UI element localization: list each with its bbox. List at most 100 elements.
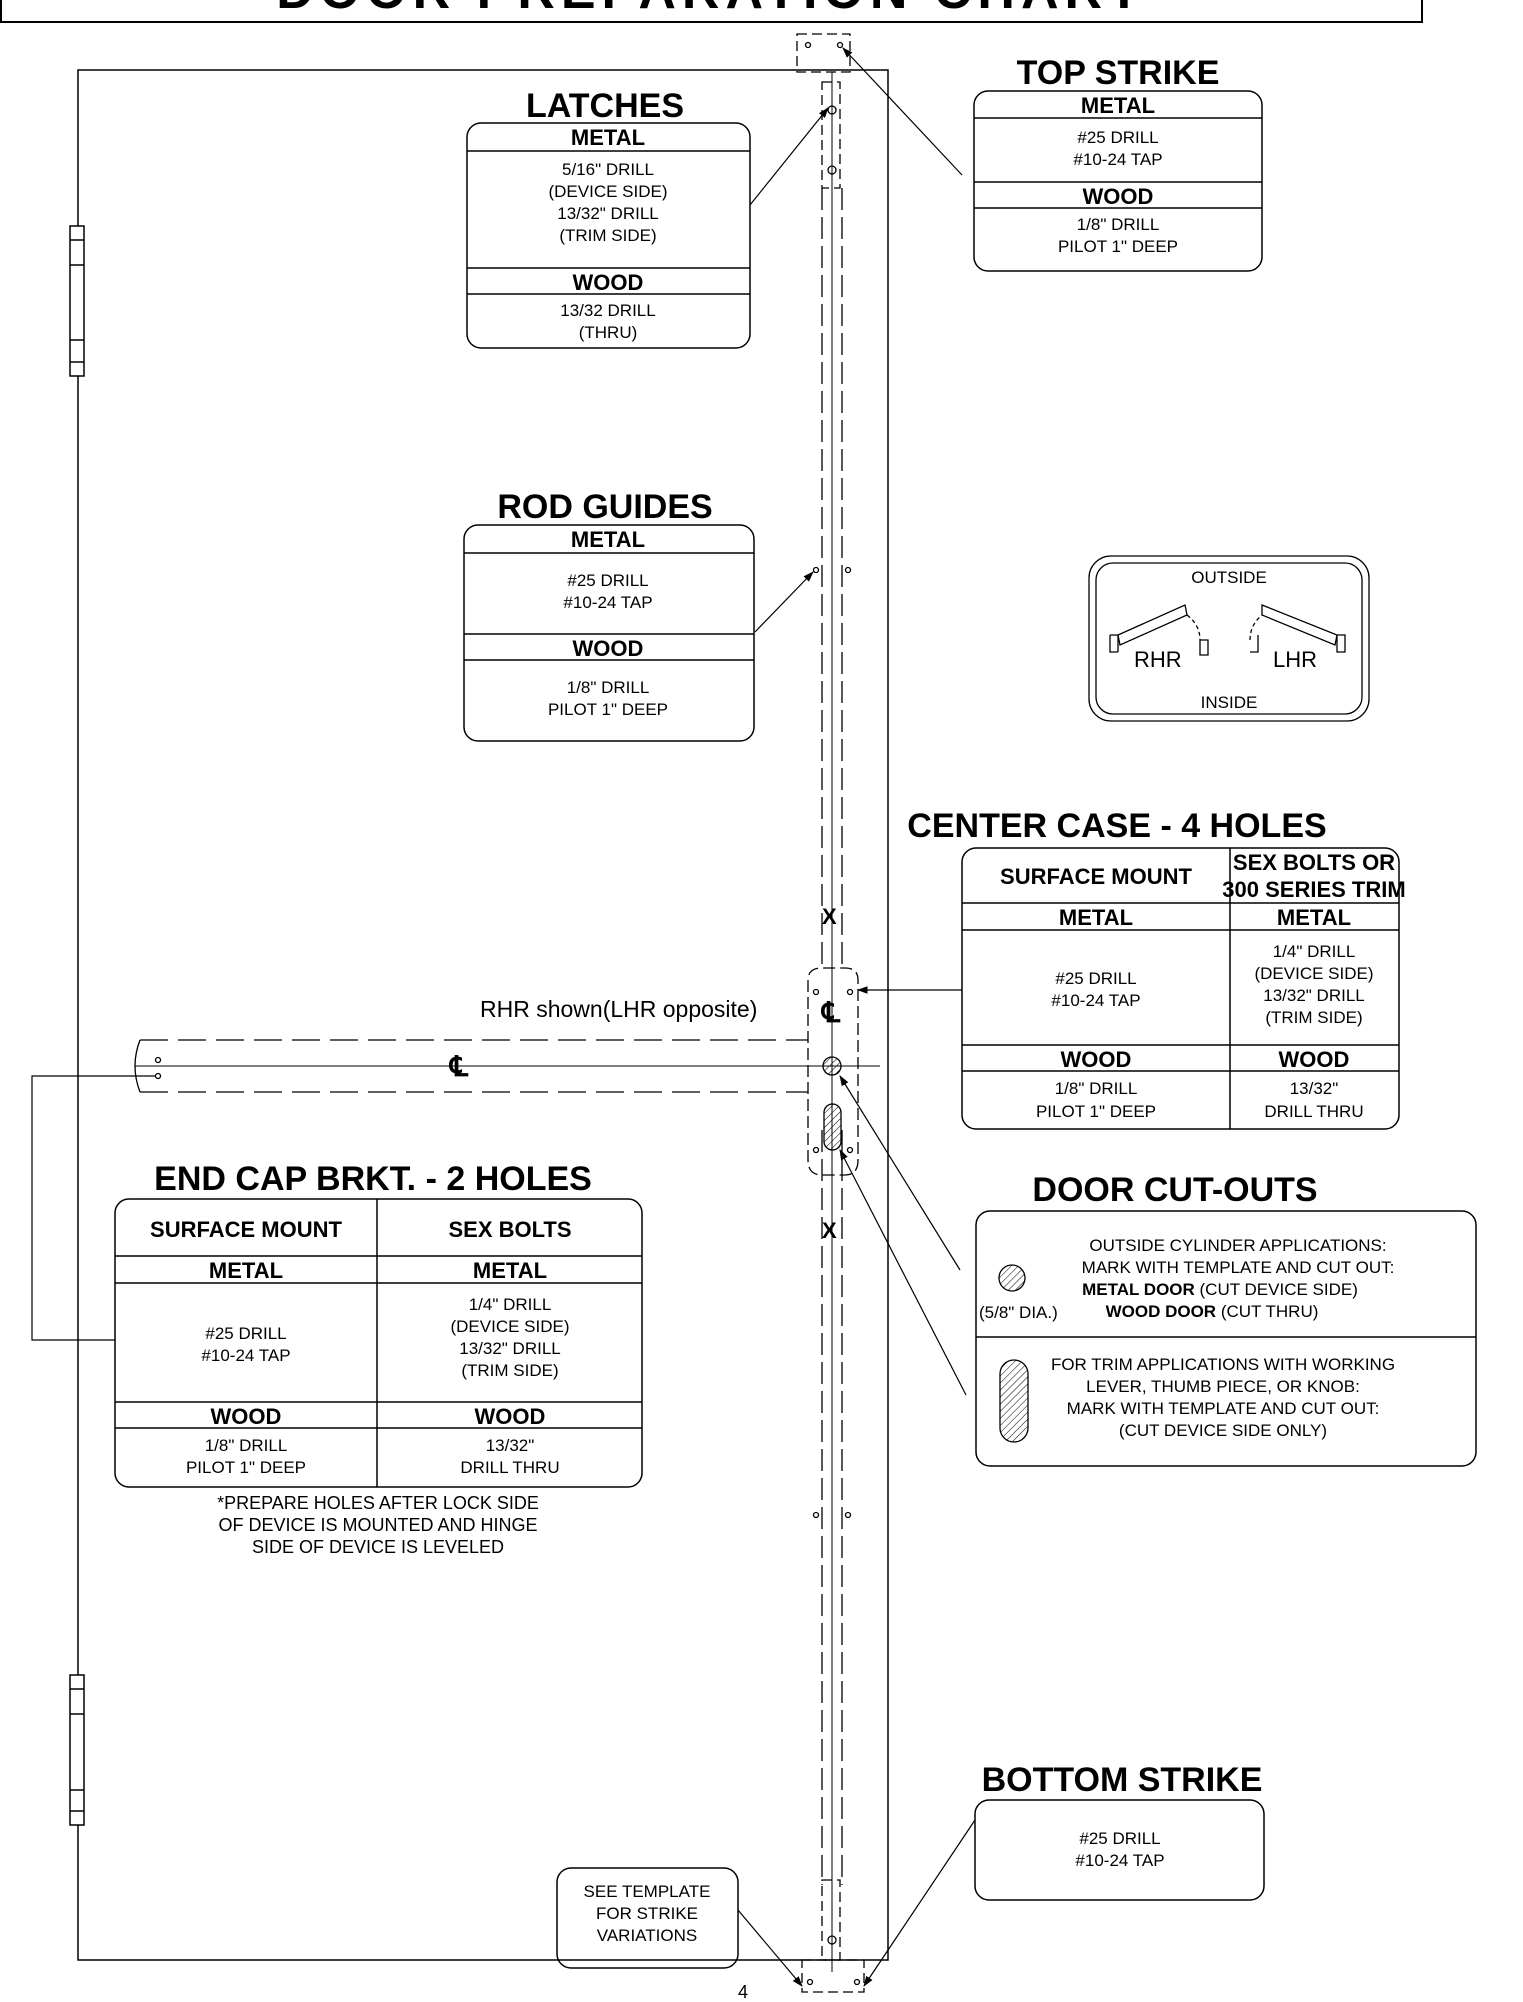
cutout-cylinder-line: OUTSIDE CYLINDER APPLICATIONS: bbox=[1089, 1236, 1386, 1255]
end-cap-metal-right-line: (TRIM SIDE) bbox=[461, 1361, 558, 1380]
end-cap-metal-left: METAL bbox=[209, 1258, 283, 1283]
rod-guides-metal-line: #10-24 TAP bbox=[563, 593, 652, 612]
top-strike-title: TOP STRIKE bbox=[1017, 54, 1220, 92]
center-case-metal-left-line: #25 DRILL bbox=[1055, 969, 1136, 988]
rod-guides-wood-line: PILOT 1" DEEP bbox=[548, 700, 668, 719]
door-cutouts-title: DOOR CUT-OUTS bbox=[1032, 1171, 1317, 1209]
cutout-cylinder-line: MARK WITH TEMPLATE AND CUT OUT: bbox=[1082, 1258, 1395, 1277]
latches-wood-header: WOOD bbox=[573, 270, 644, 295]
end-cap-note-line: *PREPARE HOLES AFTER LOCK SIDE bbox=[217, 1493, 539, 1513]
end-cap-wood-right-line: 13/32" bbox=[486, 1436, 535, 1455]
center-case-metal-right-line: 13/32" DRILL bbox=[1263, 986, 1365, 1005]
top-strike-wood-header: WOOD bbox=[1083, 184, 1154, 209]
center-case-metal-right-line: (TRIM SIDE) bbox=[1265, 1008, 1362, 1027]
metal-door-label: METAL DOOR bbox=[1082, 1280, 1195, 1299]
x-mark-lower: X bbox=[822, 1218, 837, 1243]
end-cap-note-line: SIDE OF DEVICE IS LEVELED bbox=[252, 1537, 504, 1557]
center-case-col2-header: SEX BOLTS OR bbox=[1233, 850, 1395, 875]
see-template-line: VARIATIONS bbox=[597, 1926, 697, 1945]
bottom-strike-line: #10-24 TAP bbox=[1075, 1851, 1164, 1870]
rod-guides-wood-header: WOOD bbox=[573, 636, 644, 661]
top-strike-wood-line: 1/8" DRILL bbox=[1077, 215, 1160, 234]
handing-outside-label: OUTSIDE bbox=[1191, 568, 1267, 587]
latches-wood-line: 13/32 DRILL bbox=[560, 301, 655, 320]
page-title: DOOR PREPARATION CHART bbox=[276, 0, 1146, 20]
cutout-wood-door-line: WOOD DOOR (CUT THRU) bbox=[1106, 1302, 1319, 1321]
see-template-line: FOR STRIKE bbox=[596, 1904, 698, 1923]
end-cap-spec: END CAP BRKT. - 2 HOLES SURFACE MOUNT SE… bbox=[114, 1160, 643, 1557]
wood-door-instruction: (CUT THRU) bbox=[1216, 1302, 1318, 1321]
x-mark-upper: X bbox=[822, 904, 837, 929]
cylinder-cutout-icon bbox=[998, 1264, 1026, 1292]
center-case-wood-right: WOOD bbox=[1279, 1047, 1350, 1072]
latches-metal-line: (TRIM SIDE) bbox=[559, 226, 656, 245]
end-cap-title: END CAP BRKT. - 2 HOLES bbox=[154, 1160, 592, 1198]
center-case-metal-left-line: #10-24 TAP bbox=[1051, 991, 1140, 1010]
cutout-trim-line: FOR TRIM APPLICATIONS WITH WORKING bbox=[1051, 1355, 1395, 1374]
center-case-metal-left: METAL bbox=[1059, 905, 1133, 930]
end-cap-wood-left-line: PILOT 1" DEEP bbox=[186, 1458, 306, 1477]
top-strike-metal-header: METAL bbox=[1081, 93, 1155, 118]
center-case-col2-header: 300 SERIES TRIM bbox=[1222, 877, 1405, 902]
cutout-trim-line: (CUT DEVICE SIDE ONLY) bbox=[1119, 1421, 1327, 1440]
end-cap-metal-left-line: #10-24 TAP bbox=[201, 1346, 290, 1365]
top-strike-spec: TOP STRIKE METAL #25 DRILL #10-24 TAP WO… bbox=[973, 54, 1263, 272]
cutout-metal-door-line: METAL DOOR (CUT DEVICE SIDE) bbox=[1082, 1280, 1358, 1299]
latches-spec: LATCHES METAL 5/16" DRILL (DEVICE SIDE) … bbox=[466, 87, 751, 349]
vertical-rod bbox=[796, 33, 865, 1993]
rod-guides-title: ROD GUIDES bbox=[497, 488, 712, 526]
end-cap-col1-header: SURFACE MOUNT bbox=[150, 1217, 342, 1242]
bottom-strike-spec: BOTTOM STRIKE #25 DRILL #10-24 TAP bbox=[974, 1761, 1265, 1901]
cylinder-diameter-label: (5/8" DIA.) bbox=[979, 1303, 1058, 1322]
latches-metal-line: 5/16" DRILL bbox=[562, 160, 654, 179]
end-cap-metal-right: METAL bbox=[473, 1258, 547, 1283]
cutout-trim-line: MARK WITH TEMPLATE AND CUT OUT: bbox=[1067, 1399, 1380, 1418]
end-cap-wood-right: WOOD bbox=[475, 1404, 546, 1429]
center-case-title: CENTER CASE - 4 HOLES bbox=[907, 807, 1326, 845]
top-strike-metal-line: #25 DRILL bbox=[1077, 128, 1158, 147]
end-cap-metal-left-line: #25 DRILL bbox=[205, 1324, 286, 1343]
latches-metal-line: 13/32" DRILL bbox=[557, 204, 659, 223]
center-case-metal-right-line: 1/4" DRILL bbox=[1273, 942, 1356, 961]
handing-inside-label: INSIDE bbox=[1201, 693, 1258, 712]
wood-door-label: WOOD DOOR bbox=[1106, 1302, 1217, 1321]
center-case-wood-left: WOOD bbox=[1061, 1047, 1132, 1072]
latches-title: LATCHES bbox=[526, 87, 684, 125]
rhr-shown-note: RHR shown(LHR opposite) bbox=[480, 996, 757, 1022]
end-cap-metal-right-line: 1/4" DRILL bbox=[469, 1295, 552, 1314]
end-cap-wood-right-line: DRILL THRU bbox=[460, 1458, 559, 1477]
center-case-metal-right: METAL bbox=[1277, 905, 1351, 930]
page-number: 4 bbox=[738, 1982, 748, 2002]
handing-rhr-label: RHR bbox=[1134, 647, 1182, 672]
end-cap-metal-right-line: (DEVICE SIDE) bbox=[450, 1317, 569, 1336]
door-outline bbox=[69, 69, 889, 1961]
trim-cutout-icon bbox=[999, 1359, 1029, 1443]
page-title-frame: DOOR PREPARATION CHART bbox=[0, 0, 1423, 23]
end-cap-wood-left-line: 1/8" DRILL bbox=[205, 1436, 288, 1455]
center-case-wood-right-line: DRILL THRU bbox=[1264, 1102, 1363, 1121]
center-case-metal-right-line: (DEVICE SIDE) bbox=[1254, 964, 1373, 983]
center-case-col1-header: SURFACE MOUNT bbox=[1000, 864, 1192, 889]
end-cap-wood-left: WOOD bbox=[211, 1404, 282, 1429]
rod-guides-metal-header: METAL bbox=[571, 527, 645, 552]
center-case-body bbox=[31, 967, 880, 1341]
rod-guides-metal-line: #25 DRILL bbox=[567, 571, 648, 590]
end-cap-metal-right-line: 13/32" DRILL bbox=[459, 1339, 561, 1358]
center-case-wood-left-line: 1/8" DRILL bbox=[1055, 1079, 1138, 1098]
rod-guides-wood-line: 1/8" DRILL bbox=[567, 678, 650, 697]
metal-door-instruction: (CUT DEVICE SIDE) bbox=[1195, 1280, 1358, 1299]
latches-metal-line: (DEVICE SIDE) bbox=[548, 182, 667, 201]
centerline-mark-rail: ℄ bbox=[448, 1051, 469, 1082]
center-case-wood-left-line: PILOT 1" DEEP bbox=[1036, 1102, 1156, 1121]
bottom-strike-title: BOTTOM STRIKE bbox=[982, 1761, 1263, 1799]
rod-guides-spec: ROD GUIDES METAL #25 DRILL #10-24 TAP WO… bbox=[463, 488, 755, 742]
door-cutouts-spec: DOOR CUT-OUTS (5/8" DIA.) OUTSIDE CYLIND… bbox=[975, 1171, 1477, 1467]
center-case-wood-right-line: 13/32" bbox=[1290, 1079, 1339, 1098]
handing-lhr-label: LHR bbox=[1273, 647, 1317, 672]
end-cap-col2-header: SEX BOLTS bbox=[448, 1217, 571, 1242]
end-cap-note-line: OF DEVICE IS MOUNTED AND HINGE bbox=[218, 1515, 537, 1535]
see-template-note: SEE TEMPLATE FOR STRIKE VARIATIONS bbox=[556, 1867, 739, 1969]
bottom-strike-line: #25 DRILL bbox=[1079, 1829, 1160, 1848]
handing-diagram bbox=[1088, 555, 1370, 722]
